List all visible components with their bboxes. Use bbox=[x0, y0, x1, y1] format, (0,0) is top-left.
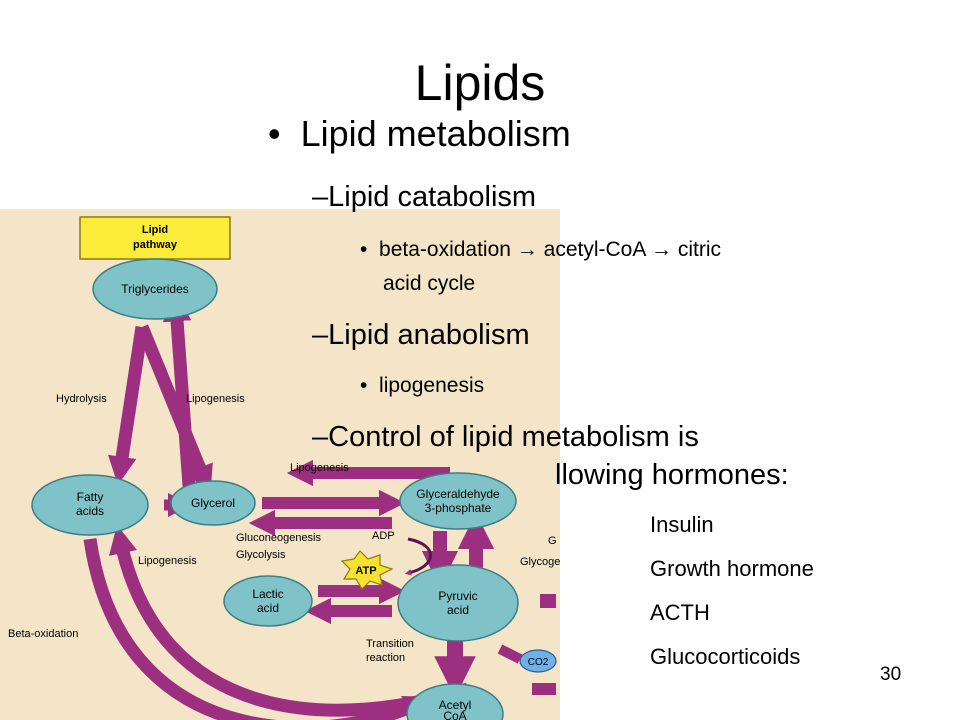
catabolism-detail-line2: acid cycle bbox=[383, 272, 476, 295]
co2-label: CO2 bbox=[528, 657, 549, 668]
right-edge-arrow-bot bbox=[497, 644, 523, 664]
gluconeogenesis-label: Gluconeogenesis bbox=[236, 532, 322, 544]
control-line2: llowing hormones: bbox=[555, 459, 789, 491]
hormone-insulin: Insulin bbox=[650, 512, 714, 537]
slide-title: Lipids bbox=[414, 55, 546, 111]
lipogenesis-top-label: Lipogenesis bbox=[290, 462, 349, 474]
sub-bullet-dot: • bbox=[360, 374, 380, 397]
hydrolysis-branch-arrow bbox=[135, 324, 213, 495]
page-number: 30 bbox=[880, 664, 902, 685]
fatty-acids-label-line2: acids bbox=[76, 504, 104, 518]
pyruvic-acid-node bbox=[397, 564, 519, 642]
sub-bullet-dot: • bbox=[360, 238, 380, 261]
dash: – bbox=[312, 421, 329, 453]
dash: – bbox=[312, 181, 329, 213]
acetyl-coa-label-line1: Acetyl bbox=[439, 698, 472, 712]
hydrolysis-label: Hydrolysis bbox=[56, 393, 107, 405]
lipogenesis-lower-label: Lipogenesis bbox=[138, 555, 197, 567]
main-bullet: • Lipid metabolism bbox=[268, 112, 571, 155]
atp-label: ATP bbox=[355, 565, 376, 577]
glyceraldehyde-label-line1: Glyceraldehyde bbox=[416, 487, 500, 501]
pyruvic-acid-label-line1: Pyruvic bbox=[438, 589, 477, 603]
lipid-pathway-label-line1: Lipid bbox=[142, 224, 168, 236]
control-line1-text: Control of lipid metabolism is bbox=[328, 421, 699, 453]
anabolism-heading: –Lipid anabolism bbox=[312, 318, 530, 353]
triglycerides-node bbox=[92, 258, 218, 320]
acetyl-coa-text: acetyl-CoA bbox=[543, 238, 646, 261]
dash: – bbox=[312, 319, 329, 351]
beta-oxidation-text: beta-oxidation bbox=[379, 238, 511, 261]
atp-star bbox=[340, 550, 394, 590]
lactic-acid-label-line1: Lactic bbox=[252, 587, 283, 601]
hormone-growth-hormone: Growth hormone bbox=[650, 556, 814, 581]
arrow-icon: → bbox=[516, 238, 538, 261]
glycerol-node bbox=[170, 480, 256, 526]
arrow-icon: → bbox=[651, 238, 673, 261]
catabolism-heading: –Lipid catabolism bbox=[312, 180, 536, 215]
hormone-glucocorticoids: Glucocorticoids bbox=[650, 644, 801, 669]
anabolism-detail: • lipogenesis bbox=[360, 372, 484, 399]
beta-oxidation-label: Beta-oxidation bbox=[8, 628, 78, 640]
main-bullet-text: Lipid metabolism bbox=[300, 113, 571, 154]
catabolism-heading-text: Lipid catabolism bbox=[328, 181, 537, 213]
lipogenesis-upper-label: Lipogenesis bbox=[186, 393, 245, 405]
lipogenesis-text: lipogenesis bbox=[379, 374, 485, 397]
bullet-dot: • bbox=[268, 113, 301, 154]
co2-oval bbox=[519, 649, 557, 673]
adp-curve-arrow bbox=[404, 537, 432, 576]
acetyl-coa-label-line2: CoA bbox=[443, 709, 466, 720]
glycerol-label: Glycerol bbox=[191, 496, 235, 510]
hydrolysis-arrow bbox=[108, 326, 149, 486]
g-partial-label: G bbox=[548, 535, 557, 547]
triglycerides-label: Triglycerides bbox=[121, 282, 189, 296]
fatty-acids-label-line1: Fatty bbox=[77, 490, 104, 504]
transition-label-line2: reaction bbox=[366, 652, 405, 664]
pathway-labels: Hydrolysis Lipogenesis Lipogenesis Gluco… bbox=[8, 393, 560, 664]
lactic-acid-node bbox=[223, 575, 313, 627]
transition-label-line1: Transition bbox=[366, 638, 414, 650]
lactic-acid-label-line2: acid bbox=[257, 601, 279, 615]
glyceraldehyde-label-line2: 3-phosphate bbox=[425, 501, 492, 515]
lipid-pathway-label-line2: pathway bbox=[133, 239, 178, 251]
beta-oxidation-long-arrow bbox=[83, 538, 433, 720]
anabolism-heading-text: Lipid anabolism bbox=[328, 319, 530, 351]
hormone-acth: ACTH bbox=[650, 600, 710, 625]
glycolysis-label: Glycolysis bbox=[236, 549, 286, 561]
glyceraldehyde-node bbox=[399, 472, 517, 530]
control-line1: –Control of lipid metabolism is bbox=[312, 420, 699, 455]
pyruvic-acid-label-line2: acid bbox=[447, 603, 469, 617]
fatty-acids-node bbox=[31, 474, 149, 536]
acetyl-coa-node bbox=[406, 683, 504, 720]
glycogen-partial-label: Glycoge bbox=[520, 556, 560, 568]
catabolism-detail-line1: • beta-oxidation → acetyl-CoA → citric bbox=[360, 236, 721, 263]
adp-label: ADP bbox=[372, 530, 395, 542]
lipid-pathway-diagram: Lipid pathway bbox=[0, 209, 560, 720]
pathway-arrows bbox=[83, 292, 556, 720]
nodes bbox=[31, 258, 519, 720]
citric-text: citric bbox=[677, 238, 722, 261]
